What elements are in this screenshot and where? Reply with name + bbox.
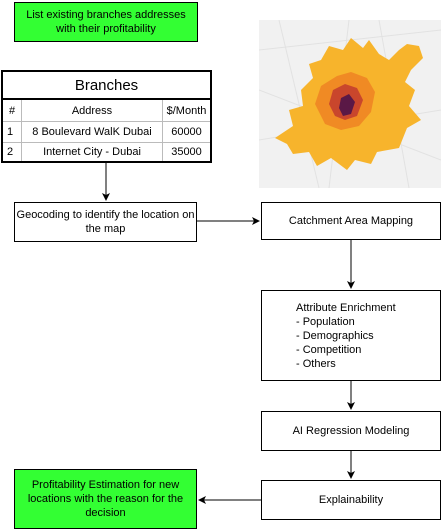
enrichment-title: Attribute Enrichment (296, 301, 396, 314)
list-branches-label: List existing branches addresses with th… (26, 9, 186, 35)
explainability-label: Explainability (318, 494, 384, 506)
catchment-box: Catchment Area Mapping (261, 202, 441, 240)
explainability-box: Explainability (261, 480, 441, 520)
estimation-label: Profitability Estimation for new locatio… (27, 479, 184, 519)
header-index: # (3, 100, 22, 122)
row2-value: 35000 (163, 143, 210, 161)
catchment-label: Catchment Area Mapping (288, 215, 414, 227)
enrichment-content: Attribute Enrichment - Population - Demo… (296, 301, 396, 371)
geocoding-label: Geocoding to identify the location on th… (16, 209, 195, 235)
header-per-month: $/Month (163, 100, 210, 122)
branches-table: Branches # Address $/Month 1 8 Boulevard… (1, 70, 212, 163)
row1-value: 60000 (163, 122, 210, 143)
row2-index: 2 (3, 143, 22, 161)
row2-address: Internet City - Dubai (22, 143, 163, 161)
enrichment-item-demographics: - Demographics (296, 329, 374, 342)
estimation-box: Profitability Estimation for new locatio… (14, 469, 197, 529)
table-title: Branches (3, 72, 210, 100)
map-core-zone (339, 94, 355, 116)
enrichment-item-others: - Others (296, 357, 336, 370)
regression-box: AI Regression Modeling (261, 411, 441, 451)
catchment-map-image (259, 20, 441, 188)
enrichment-item-competition: - Competition (296, 343, 362, 356)
geocoding-box: Geocoding to identify the location on th… (14, 202, 197, 242)
row1-index: 1 (3, 122, 22, 143)
enrichment-box: Attribute Enrichment - Population - Demo… (261, 290, 441, 381)
regression-label: AI Regression Modeling (292, 425, 410, 437)
header-address: Address (22, 100, 163, 122)
enrichment-item-population: - Population (296, 315, 355, 328)
map-graphic (259, 20, 441, 188)
list-branches-box: List existing branches addresses with th… (14, 2, 198, 42)
row1-address: 8 Boulevard WalK Dubai (22, 122, 163, 143)
